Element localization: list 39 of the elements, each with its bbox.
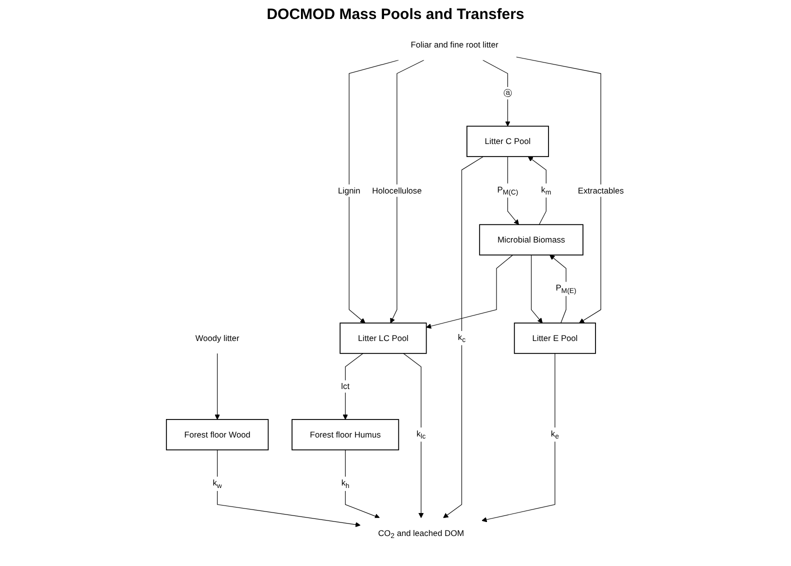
node-box: Forest floor Humus [292,419,400,450]
edge-label: k$_{m}$ [542,184,552,196]
node-text: Woody litter [196,333,240,343]
edge-label: k$_{w}$ [213,478,222,490]
arrow [508,156,520,225]
arrow [426,254,514,329]
arrow [531,254,544,324]
arrow [482,60,511,126]
arrow [215,353,220,420]
arrow [482,353,556,522]
arrow [217,450,361,528]
arrow [349,60,400,324]
node-box: Microbial Biomass [480,224,584,256]
edge-label: Lignin [338,186,361,196]
arrow [345,450,380,519]
edge-label: Holocellulose [372,186,422,196]
arrow [550,254,567,324]
node-text: Foliar and fine root litter [411,40,499,50]
node-box: Litter LC Pool [340,322,428,354]
edge-label: ⓐ [504,88,512,98]
node-text: CO$_{2}$ and leached DOM [378,528,464,540]
edge-label: lct [342,381,350,391]
node-box: Litter E Pool [514,322,596,354]
arrow [403,353,424,518]
node-box: Litter C Pool [466,126,550,158]
arrow [343,353,364,420]
edge-label: Extractables [578,186,624,196]
diagram-title: DOCMOD Mass Pools and Transfers [266,6,526,23]
edge-label: k$_{c}$ [458,332,466,344]
arrow [390,60,425,324]
arrow [528,156,547,225]
arrow [444,156,484,518]
edge-label: k$_{e}$ [551,428,560,440]
edge-label: P$_{M(C)}$ [498,184,519,196]
arrow [516,56,602,324]
node-box: Forest floor Wood [166,419,270,450]
edge-label: k$_{h}$ [342,478,350,490]
edge-label: k$_{lc}$ [416,428,426,440]
edge-label: P$_{M(E)}$ [556,282,577,295]
